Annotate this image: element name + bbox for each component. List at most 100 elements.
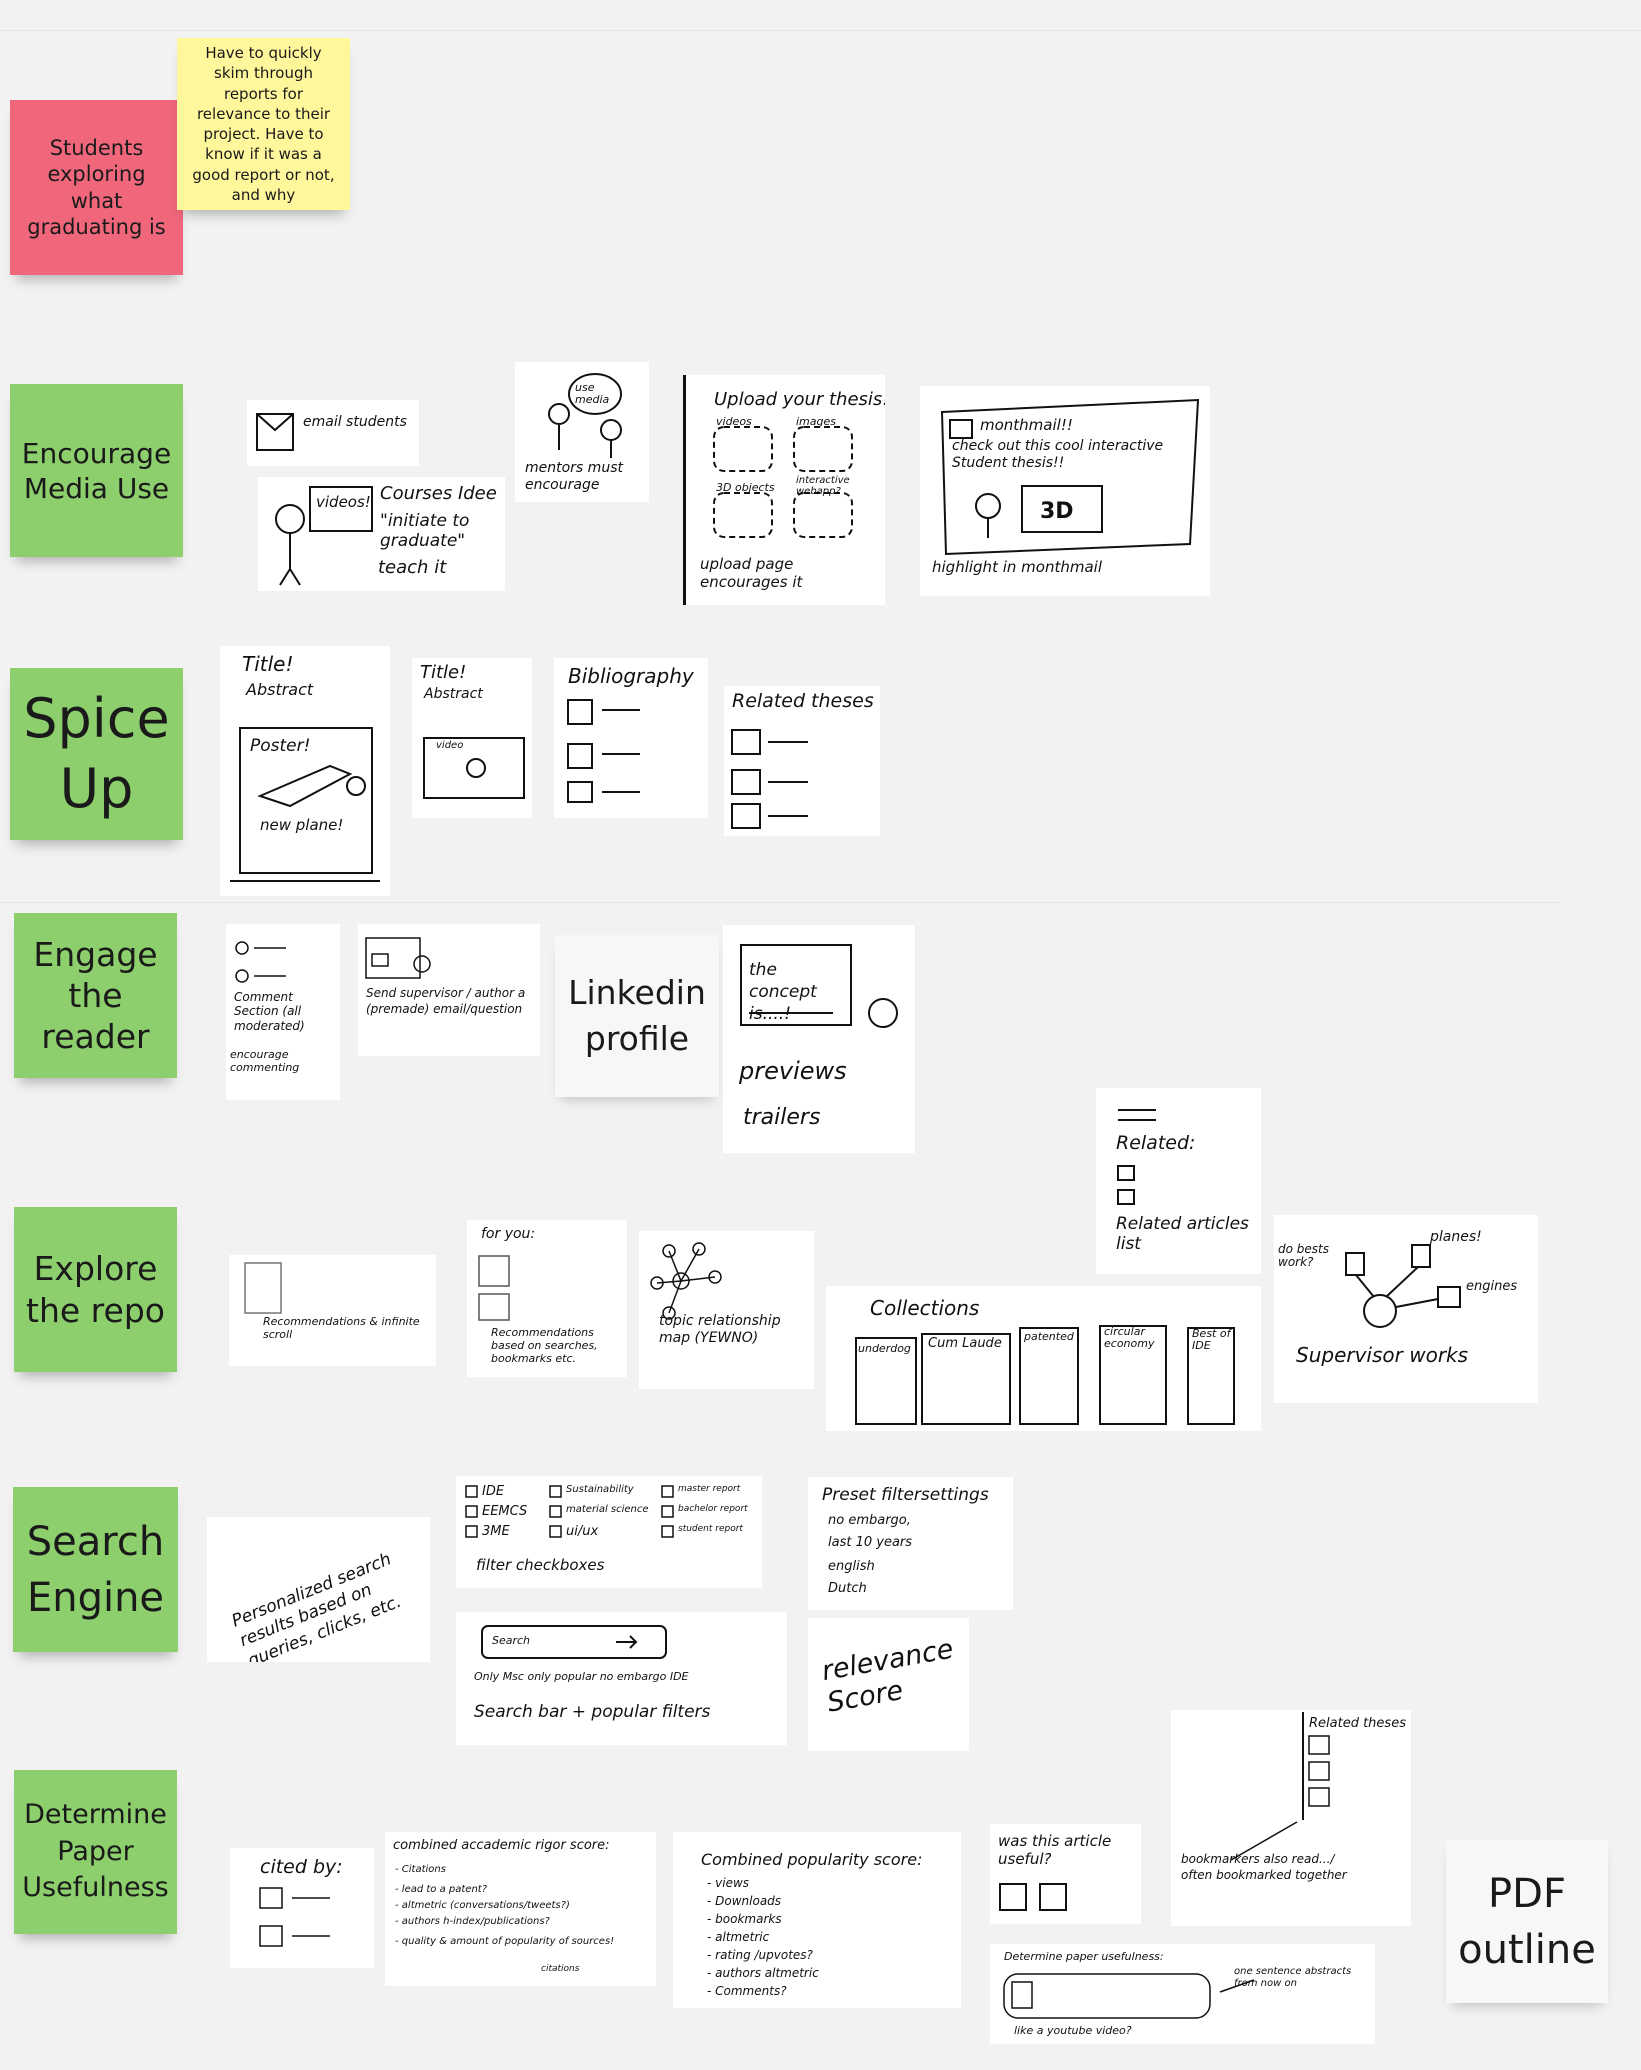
sticky-students-label: Students exploring what graduating is [27, 136, 166, 239]
email-students-text: email students [303, 414, 407, 430]
the-concept-text: the concept is....! [749, 960, 817, 1025]
engines-text: engines [1466, 1279, 1518, 1294]
sticky-explore-repo[interactable]: Explore the repo [14, 1207, 177, 1372]
trailer-screen-icon [740, 944, 898, 1028]
sketch-related-articles[interactable]: Related: Related articles list [1096, 1088, 1261, 1274]
sketch-preset-filters[interactable]: Preset filtersettings no embargo, last 1… [808, 1477, 1013, 1610]
preset-filters-text: Preset filtersettings [822, 1485, 989, 1505]
rigor-citations-text: citations [541, 1964, 580, 1974]
popularity-item-text: - bookmarks [707, 1912, 782, 1926]
sketch-collections[interactable]: Collections underdog Cum Laude patented … [826, 1286, 1261, 1431]
chk-master-text: master report [678, 1484, 741, 1494]
sketch-determine-outline[interactable]: Determine paper usefulness: one sentence… [990, 1944, 1375, 2044]
do-bests-work-text: do bests work? [1278, 1242, 1329, 1270]
bibliography-text: Bibliography [568, 664, 694, 688]
video-page-abstract-text: Abstract [424, 686, 483, 702]
sketch-related-theses[interactable]: Related theses [724, 686, 880, 836]
chk-ide-text: IDE [482, 1484, 505, 1499]
sketch-infinite-scroll[interactable]: Recommendations & infinite scroll [229, 1255, 436, 1366]
monthmail-text: monthmail!! [980, 416, 1073, 434]
upload-3d-text: 3D objects [716, 481, 775, 494]
email-supervisor-icon [365, 937, 431, 979]
outline-card-icon [1003, 1973, 1255, 2019]
bibliography-list-icon [567, 699, 640, 803]
sketch-send-supervisor[interactable]: Send supervisor / author a (premade) ema… [358, 924, 540, 1056]
sketch-filter-checkboxes[interactable]: IDE EEMCS 3ME Sustainability material sc… [456, 1476, 762, 1588]
rigor-item-text: - authors h-index/publications? [395, 1916, 550, 1927]
sketch-bookmarkers[interactable]: Related theses bookmarkers also read.../… [1171, 1710, 1411, 1926]
sticky-user-need[interactable]: Have to quickly skim through reports for… [177, 38, 350, 210]
note-linkedin-profile-text: Linkedin profile [568, 972, 706, 1058]
supervisor-network-icon [1345, 1244, 1461, 1328]
mentor-figures-icon [548, 373, 622, 458]
sketch-video-page[interactable]: Title! Abstract video [412, 658, 532, 818]
note-linkedin-profile[interactable]: Linkedin profile [555, 935, 719, 1097]
chk-3me-text: 3ME [482, 1524, 510, 1539]
supervisor-works-text: Supervisor works [1296, 1343, 1469, 1367]
sketch-email-students[interactable]: email students [247, 400, 419, 466]
upload-thesis-text: Upload your thesis! [714, 389, 885, 410]
sketch-mentors-encourage[interactable]: use media mentors must encourage [515, 362, 649, 502]
trailers-text: trailers [743, 1105, 821, 1130]
rigor-item-text: - altmetric (conversations/tweets?) [395, 1900, 570, 1911]
sketch-rigor-score[interactable]: combined accademic rigor score: - Citati… [385, 1832, 656, 1986]
filter-checkboxes-text: filter checkboxes [476, 1556, 605, 1574]
chk-material-text: material science [566, 1504, 649, 1515]
teach-it-text: teach it [378, 557, 447, 578]
chk-eemcs-text: EEMCS [482, 1504, 528, 1519]
sticky-search-engine[interactable]: Search Engine [13, 1487, 178, 1652]
sketch-previews-trailers[interactable]: the concept is....! previews trailers [723, 925, 915, 1153]
cool-thesis-text: check out this cool interactive Student … [952, 438, 1164, 471]
sketch-topic-map[interactable]: topic relationship map (YEWNO) [639, 1231, 814, 1389]
collections-text: Collections [870, 1296, 980, 1320]
upload-images-text: images [796, 415, 836, 428]
sticky-determine-usefulness[interactable]: Determine Paper Usefulness [14, 1770, 177, 1934]
search-filters-text: Only Msc only popular no embargo IDE [474, 1670, 689, 1683]
sketch-search-bar[interactable]: Search Only Msc only popular no embargo … [456, 1612, 787, 1745]
sketch-courses-idea[interactable]: videos! Courses Idee "initiate to gradua… [258, 477, 505, 591]
preset-last10-text: last 10 years [828, 1535, 913, 1550]
collections-columns-icon [855, 1325, 1235, 1425]
video-page-title-text: Title! [420, 662, 467, 683]
related-bookmarks-icon [1230, 1712, 1330, 1861]
sticky-students[interactable]: Students exploring what graduating is [10, 100, 183, 275]
upload-page-text: upload page encourages it [700, 555, 803, 591]
sketch-comment-section[interactable]: Comment Section (all moderated) encourag… [226, 924, 340, 1100]
sketch-personalized-search[interactable]: Personalized search results based on que… [207, 1517, 430, 1662]
chk-sustain-text: Sustainability [566, 1484, 634, 1495]
popularity-item-text: - Downloads [707, 1894, 782, 1908]
sticky-engage-reader[interactable]: Engage the reader [14, 913, 177, 1078]
poster-label-text: Poster! [250, 736, 311, 756]
sticky-spice-up[interactable]: Spice Up [10, 668, 183, 840]
related-theses-2-text: Related theses [1309, 1716, 1406, 1731]
for-you-text: for you: [481, 1226, 536, 1242]
collection-circular-text: circular economy [1104, 1325, 1155, 1351]
video-wireframe-icon [423, 737, 525, 799]
sketch-monthmail[interactable]: 3D monthmail!! check out this cool inter… [920, 386, 1210, 596]
sketch-poster-page[interactable]: Title! Abstract Poster! new plane! [220, 646, 390, 896]
popularity-item-text: - Comments? [707, 1984, 787, 1998]
sticky-encourage-media-label: Encourage Media Use [21, 436, 172, 505]
chk-uiux-text: ui/ux [566, 1524, 599, 1539]
chk-bachelor-text: bachelor report [678, 1504, 748, 1514]
sketch-upload-thesis[interactable]: Upload your thesis! videos images 3D obj… [683, 375, 885, 605]
rigor-title-text: combined accademic rigor score: [393, 1838, 610, 1853]
search-bar-caption-text: Search bar + popular filters [474, 1702, 711, 1722]
sketch-relevance-score[interactable]: relevance Score [808, 1618, 969, 1751]
sketch-was-useful[interactable]: was this article useful? [990, 1824, 1141, 1924]
sketch-for-you[interactable]: for you: Recommendations based on search… [467, 1220, 627, 1377]
envelope-icon [256, 413, 294, 451]
personalized-search-text: Personalized search results based on que… [229, 1549, 404, 1662]
note-pdf-outline[interactable]: PDF outline [1446, 1840, 1608, 2003]
preset-embargo-text: no embargo, [828, 1513, 911, 1528]
bookmarkers-text: bookmarkers also read.../ often bookmark… [1181, 1852, 1347, 1882]
popularity-item-text: - altmetric [707, 1930, 770, 1944]
related-label-text: Related: [1116, 1132, 1196, 1154]
upload-interactive-text: interactive webapp? [796, 475, 850, 497]
sketch-popularity-score[interactable]: Combined popularity score: - views - Dow… [673, 1832, 961, 2008]
sticky-encourage-media[interactable]: Encourage Media Use [10, 384, 183, 557]
sketch-cited-by[interactable]: cited by: [230, 1848, 374, 1968]
scroll-list-icon [244, 1262, 282, 1314]
sketch-bibliography[interactable]: Bibliography [554, 658, 708, 818]
sketch-supervisor-works[interactable]: do bests work? planes! engines Superviso… [1274, 1215, 1538, 1403]
